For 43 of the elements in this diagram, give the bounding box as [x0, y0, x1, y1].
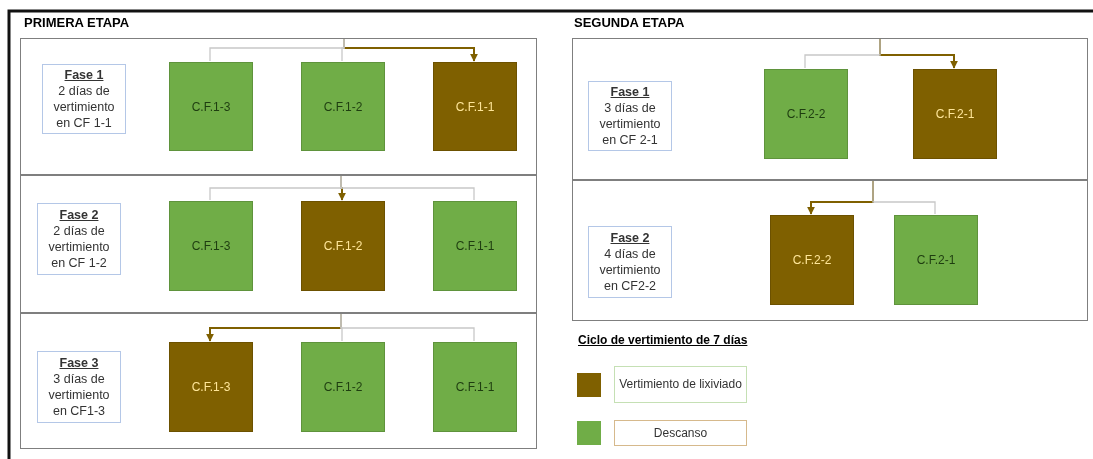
- cell-square: C.F.1-1: [433, 62, 517, 151]
- cell-square: C.F.2-1: [894, 215, 978, 305]
- phase-description: 4 días de vertimiento en CF2-2: [598, 246, 662, 294]
- cell-square: C.F.1-2: [301, 201, 385, 291]
- phase-note: [588, 81, 672, 151]
- phase-note: [37, 351, 121, 423]
- phase-panel: [20, 313, 537, 449]
- phase-note: [588, 226, 672, 298]
- cell-square: C.F.2-2: [770, 215, 854, 305]
- phase-heading: Fase 2: [59, 207, 99, 223]
- cell-square: C.F.1-1: [433, 342, 517, 432]
- cell-square: C.F.2-2: [764, 69, 848, 159]
- phase-description: 2 días de vertimiento en CF 1-2: [47, 223, 111, 271]
- connector-line: [340, 174, 475, 201]
- phase-description: 3 días de vertimiento en CF 2-1: [598, 100, 662, 148]
- cell-square: C.F.1-3: [169, 201, 253, 291]
- phase-panel: [572, 180, 1088, 321]
- cell-square: C.F.1-3: [169, 62, 253, 151]
- phase-description: 3 días de vertimiento en CF1-3: [47, 371, 111, 419]
- phase-panel: [572, 38, 1088, 180]
- phase-note: [42, 64, 126, 134]
- connector-line: [872, 179, 936, 215]
- phase-panel: [20, 175, 537, 313]
- cell-square: C.F.1-1: [433, 201, 517, 291]
- phase-note: [37, 203, 121, 275]
- phase-panel: [20, 38, 537, 175]
- legend-title: Ciclo de vertimiento de 7 días: [578, 333, 748, 347]
- legend-label: Descanso: [614, 420, 747, 446]
- connector-line: [340, 312, 475, 342]
- legend-label: Vertimiento de lixiviado: [614, 366, 747, 403]
- connector-line: [341, 37, 345, 62]
- cell-square: C.F.1-2: [301, 342, 385, 432]
- phase-heading: Fase 2: [610, 230, 650, 246]
- stage-heading: SEGUNDA ETAPA: [574, 15, 685, 30]
- phase-heading: Fase 1: [64, 67, 104, 83]
- cell-square: C.F.1-3: [169, 342, 253, 432]
- stage-heading: PRIMERA ETAPA: [24, 15, 130, 30]
- phase-heading: Fase 3: [59, 355, 99, 371]
- cell-square: C.F.1-2: [301, 62, 385, 151]
- cell-square: C.F.2-1: [913, 69, 997, 159]
- connector-line: [804, 37, 881, 69]
- phase-heading: Fase 1: [610, 84, 650, 100]
- phase-description: 2 días de vertimiento en CF 1-1: [52, 83, 116, 131]
